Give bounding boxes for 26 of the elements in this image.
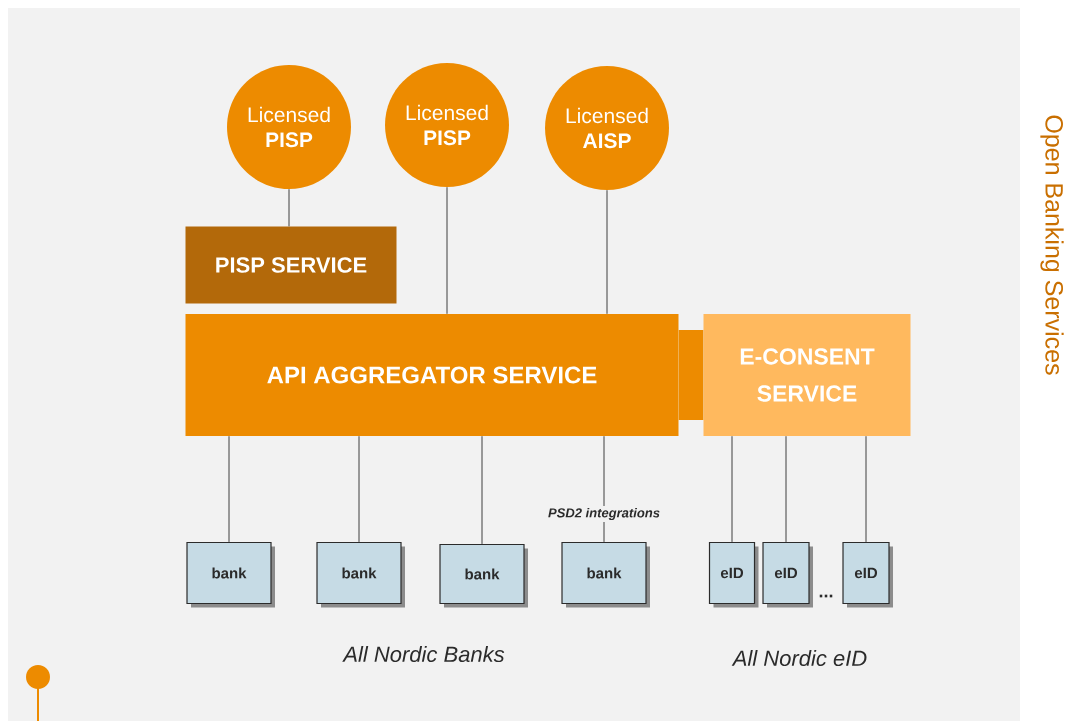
connector-line [446,186,448,315]
connector-line [358,435,360,543]
connector-line [865,435,867,543]
connector-line [603,435,605,543]
bank-box: bank [316,541,405,608]
eid-box: eID [842,541,893,608]
connector-line [481,435,483,545]
connector-line [606,189,608,315]
bank-box: bank [439,543,528,608]
service-box: API AGGREGATOR SERVICE [185,314,679,436]
bank-box: bank [186,541,275,608]
eid-box: eID [708,541,759,608]
connector-band [678,330,704,420]
connector-line [288,188,290,227]
service-box: PISP SERVICE [185,226,397,304]
group-caption: All Nordic Banks [342,645,505,663]
node-label: API AGGREGATOR SERVICE [267,366,597,384]
service-box: E-CONSENT SERVICE [703,314,911,436]
group-caption: All Nordic eID [731,649,867,667]
connector-line [785,435,787,543]
ellipsis: ... [819,594,833,598]
connector-line [731,435,733,543]
connector-line [228,435,230,543]
vertical-title: Open Banking Services [1040,115,1064,375]
eid-box: eID [762,541,813,608]
bank-box: bank [561,541,650,608]
